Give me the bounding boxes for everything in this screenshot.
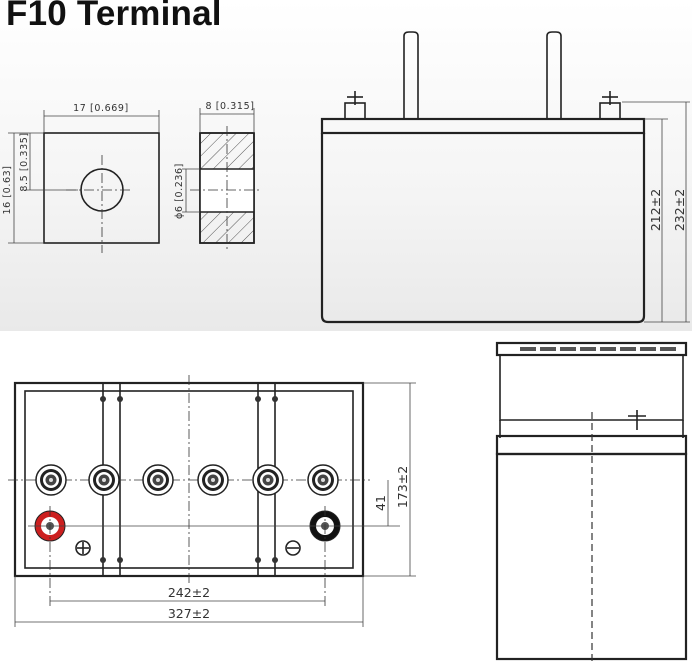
cell-vent-3 (142, 464, 174, 496)
cell-vent-5 (252, 464, 284, 496)
terminal-height-label: 16 [0.63] (2, 165, 13, 214)
cell-vent-1 (35, 464, 67, 496)
battery-side-view: 212±2 232±2 (320, 31, 690, 324)
minus-symbol-icon (285, 540, 301, 556)
terminal-hole-offset-label: 8.5 [0.335] (19, 132, 30, 191)
plus-symbol-icon (75, 540, 91, 556)
cell-vent-2 (88, 464, 120, 496)
total-height-label: 232±2 (672, 189, 687, 231)
container-height-label: 212±2 (648, 189, 663, 231)
width-label: 173±2 (395, 466, 410, 508)
battery-end-view (495, 341, 688, 662)
terminal-spacing-label: 242±2 (168, 585, 210, 600)
terminal-offset-label: 41 (373, 495, 388, 511)
length-label: 327±2 (168, 606, 210, 621)
page-title: F10 Terminal (6, 0, 222, 33)
terminal-width-label: 17 [0.669] (73, 103, 129, 114)
cell-vent-4 (197, 464, 229, 496)
terminal-front-view: 17 [0.669] 16 [0.63] 8.5 [0.335] (2, 103, 160, 253)
terminal-hole-diameter-label: ϕ6 [0.236] (174, 163, 185, 219)
terminal-thickness-label: 8 [0.315] (205, 101, 254, 112)
cell-vent-6 (307, 464, 339, 496)
upper-panel-background (0, 0, 692, 331)
terminal-section-view: 8 [0.315] ϕ6 [0.236] (174, 101, 262, 250)
battery-top-view: 242±2 327±2 173±2 41 (8, 375, 416, 627)
